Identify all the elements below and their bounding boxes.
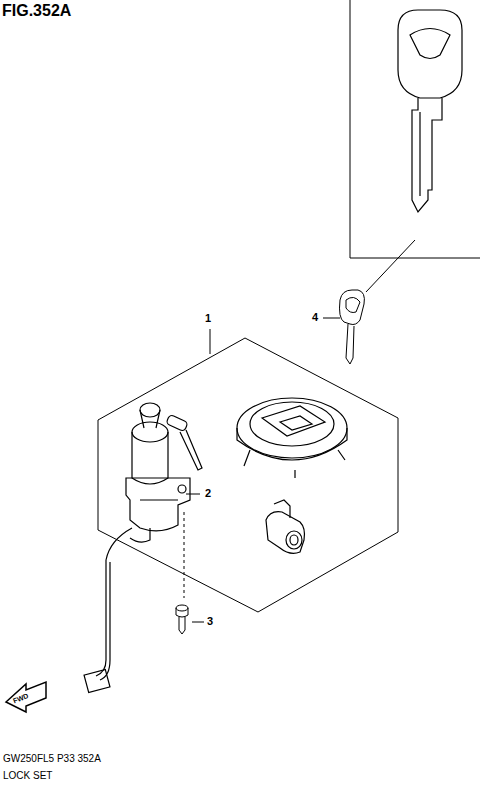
seat-lock [266, 500, 305, 553]
leader-line [184, 512, 185, 598]
figure-title: FIG.352A [2, 3, 71, 19]
callout-number: 1 [205, 313, 211, 324]
callout-number: 3 [207, 616, 213, 627]
fuel-cap [237, 398, 347, 478]
key [340, 290, 365, 364]
callout-number: 4 [312, 312, 318, 323]
leader-line [192, 622, 204, 623]
set-outline [98, 338, 398, 612]
callout-number: 2 [205, 488, 211, 499]
leader-line [210, 329, 211, 354]
leader-line [323, 318, 340, 319]
screw [176, 605, 188, 634]
inset-frame [350, 0, 480, 258]
key-enlarged [398, 10, 462, 212]
fwd-arrow [6, 682, 46, 712]
part-group-name: LOCK SET [3, 771, 52, 781]
ignition-switch [84, 403, 202, 693]
leader-line [366, 240, 415, 292]
leader-line [186, 494, 200, 495]
drawing-code: GW250FL5 P33 352A [3, 754, 101, 764]
